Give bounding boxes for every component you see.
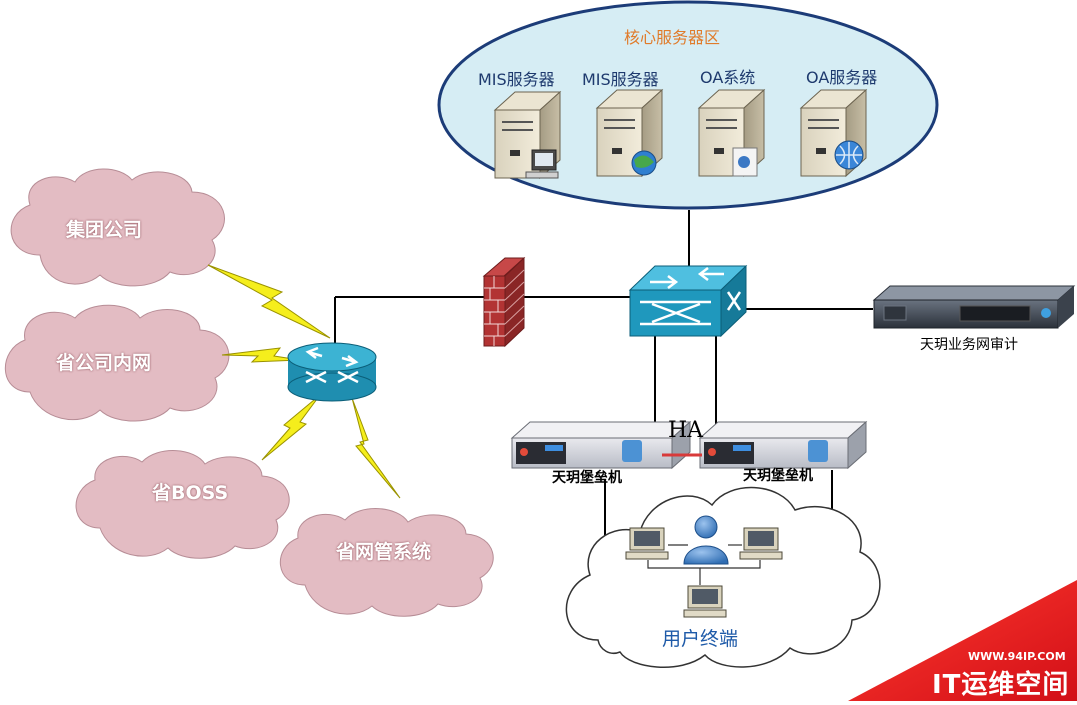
router-icon [287, 342, 377, 402]
cloud-provincial-boss [75, 450, 290, 559]
bastion-host-1 [510, 420, 692, 470]
bastion-host-2 [698, 420, 868, 470]
firewall-icon [482, 256, 526, 348]
user-network-links [647, 544, 761, 585]
audit-device-label: 天玥业务网审计 [920, 337, 1018, 353]
bastion-host-label-1: 天玥堡垒机 [552, 470, 622, 486]
user-terminal-label: 用户终端 [662, 628, 739, 650]
cloud-label-group-company: 集团公司 [66, 219, 143, 241]
audit-device-icon [872, 285, 1076, 329]
cloud-label-provincial-intranet: 省公司内网 [56, 352, 152, 374]
lightning-bolt-4 [351, 397, 401, 499]
cloud-provincial-nms [280, 508, 494, 617]
cloud-label-provincial-nms: 省网管系统 [336, 541, 432, 563]
cloud-label-provincial-boss: 省BOSS [152, 482, 229, 504]
ha-label: HA [668, 418, 704, 443]
server-label-2: MIS服务器 [582, 70, 659, 89]
server-label-4: OA服务器 [806, 68, 878, 87]
wireless-links [207, 264, 401, 499]
cloud-group-company [10, 168, 225, 287]
core-switch-icon [628, 264, 748, 338]
pc-icon-right [739, 527, 783, 560]
server-tower-2 [595, 88, 664, 178]
bastion-host-label-2: 天玥堡垒机 [743, 468, 813, 484]
core-zone-title: 核心服务器区 [624, 28, 721, 47]
network-links [334, 210, 873, 545]
pc-icon-left [625, 527, 669, 560]
server-label-1: MIS服务器 [478, 70, 555, 89]
watermark-badge [848, 580, 1077, 701]
watermark-brand: IT运维空间 [932, 670, 1070, 700]
user-icon [683, 515, 729, 565]
workstation-icon [525, 149, 559, 179]
server-tower-4 [799, 88, 868, 178]
cloud-provincial-intranet [4, 304, 230, 422]
lightning-bolt-3 [261, 394, 321, 461]
lightning-bolt-1 [207, 264, 331, 339]
pc-icon-bottom [683, 585, 727, 618]
server-tower-3 [697, 88, 766, 178]
watermark-url: WWW.94IP.COM [968, 650, 1066, 663]
server-label-3: OA系统 [700, 68, 756, 87]
